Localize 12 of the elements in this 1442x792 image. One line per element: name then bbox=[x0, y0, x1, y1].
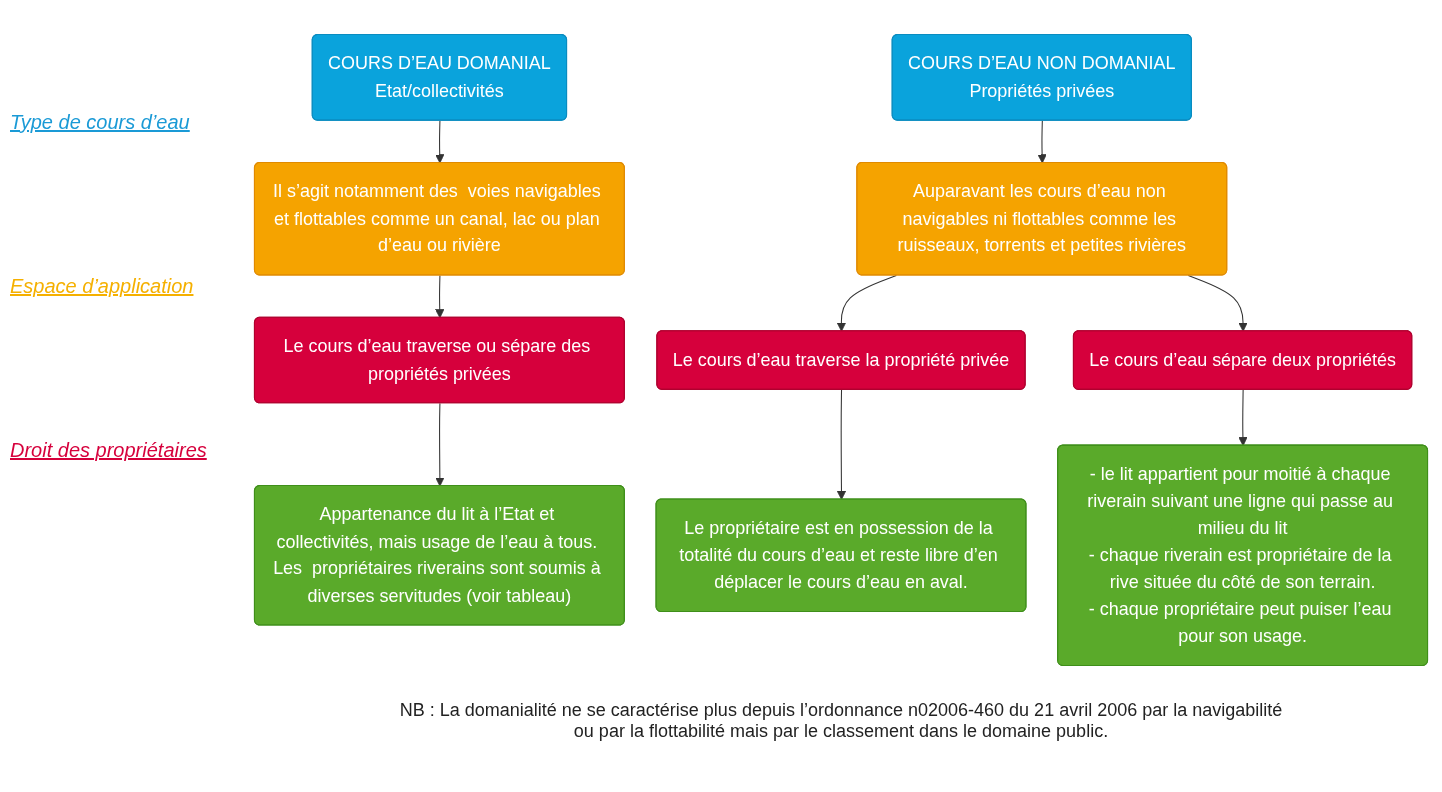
row-label: Type de cours d’eau bbox=[10, 110, 191, 134]
arrow bbox=[1238, 389, 1248, 447]
arrow bbox=[435, 274, 445, 319]
arrow bbox=[836, 274, 897, 332]
arrow bbox=[1187, 274, 1248, 332]
note-text: NB : La domanialité ne se caractérise plus depuis l’ordonnance n02006-460 du 21 avril 2006 par la navigabilité ou par la flottabilité mais par le classement dans le domaine public. bbox=[398, 700, 1284, 742]
row-label: Espace d’application bbox=[10, 274, 195, 298]
arrow bbox=[435, 120, 445, 164]
arrow bbox=[836, 389, 847, 500]
arrow bbox=[1037, 120, 1047, 164]
arrow bbox=[435, 402, 445, 487]
row-label: Droit des propriétaires bbox=[10, 438, 208, 462]
